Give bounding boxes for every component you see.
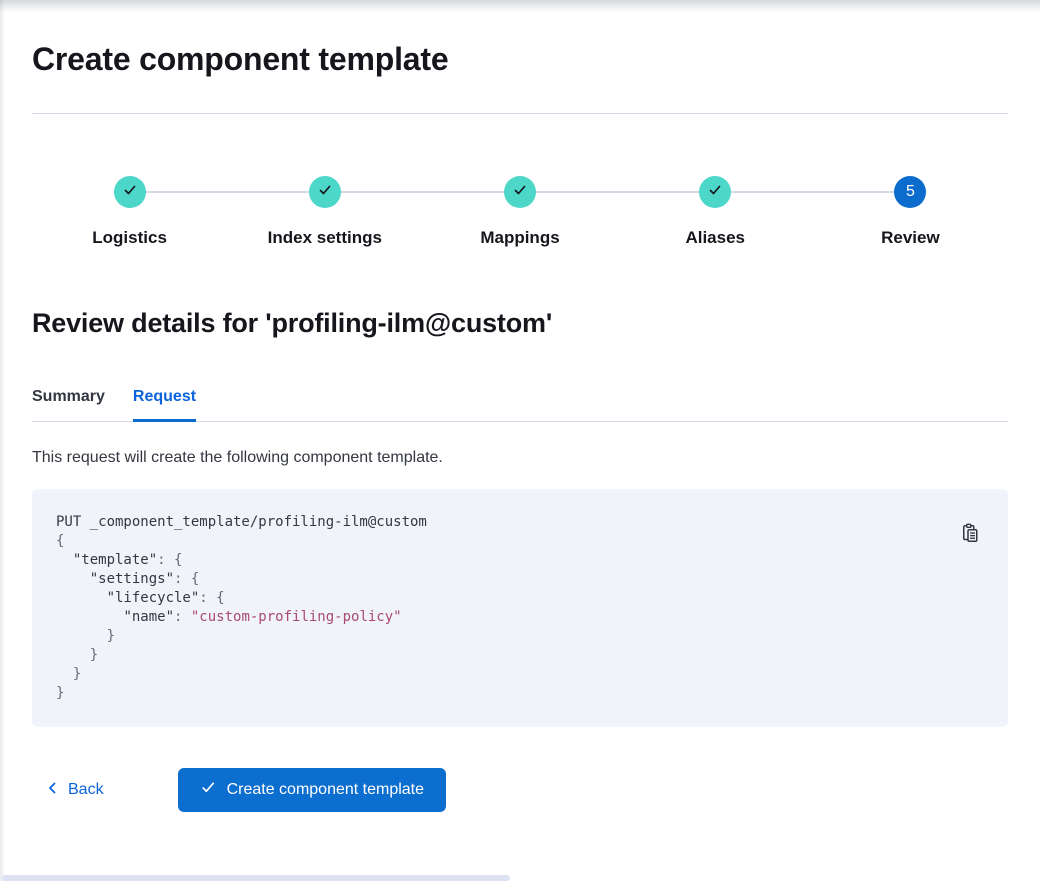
code-line: }	[56, 685, 65, 701]
tab-summary[interactable]: Summary	[32, 388, 105, 405]
step-label: Logistics	[92, 228, 167, 247]
step-review[interactable]: 5 Review	[813, 176, 1008, 250]
request-code: PUT _component_template/profiling-ilm@cu…	[56, 513, 984, 703]
step-mappings[interactable]: Mappings	[422, 176, 617, 250]
copy-to-clipboard-button[interactable]	[960, 523, 980, 543]
code-line: }	[56, 666, 82, 682]
step-number: 5	[905, 183, 915, 200]
chevron-left-icon	[44, 780, 60, 801]
check-icon	[512, 182, 528, 203]
request-description: This request will create the following c…	[32, 449, 443, 466]
code-line: {	[56, 533, 65, 549]
review-heading: Review details for 'profiling-ilm@custom…	[32, 308, 553, 338]
step-current-circle[interactable]: 5	[894, 176, 927, 208]
code-line: "settings": {	[89, 571, 200, 587]
step-complete-circle[interactable]	[504, 176, 536, 208]
step-complete-circle[interactable]	[308, 176, 341, 208]
request-code-block: PUT _component_template/profiling-ilm@cu…	[32, 489, 1008, 727]
wizard-footer-actions: Back Create component template	[32, 768, 1008, 812]
check-icon	[200, 779, 217, 801]
step-index-settings[interactable]: Index settings	[227, 176, 422, 250]
code-line: }	[56, 647, 99, 663]
horizontal-scrollbar-thumb[interactable]	[2, 875, 510, 881]
code-line: }	[56, 628, 116, 644]
check-icon	[707, 182, 723, 203]
back-button-label: Back	[68, 781, 104, 798]
code-line: "template": {	[72, 552, 183, 568]
step-complete-circle[interactable]	[113, 176, 146, 208]
code-line: "lifecycle": {	[106, 590, 225, 606]
title-divider	[32, 113, 1008, 114]
step-complete-circle[interactable]	[699, 176, 732, 208]
step-label: Index settings	[267, 228, 382, 247]
step-logistics[interactable]: Logistics	[32, 176, 227, 250]
code-line: "name": "custom-profiling-policy"	[123, 609, 402, 625]
wizard-stepper: Logistics Index settings Mappings	[32, 176, 1008, 250]
step-label: Aliases	[685, 228, 745, 247]
copy-clipboard-icon	[960, 523, 980, 546]
step-label: Review	[881, 228, 940, 247]
create-component-template-button[interactable]: Create component template	[177, 768, 447, 812]
page-title: Create component template	[32, 41, 449, 77]
step-label: Mappings	[480, 228, 560, 247]
back-button[interactable]: Back	[32, 780, 116, 801]
check-icon	[317, 182, 333, 203]
check-icon	[122, 182, 138, 203]
tab-request[interactable]: Request	[132, 386, 197, 422]
step-aliases[interactable]: Aliases	[618, 176, 813, 250]
review-tabs: Summary Request	[32, 386, 1008, 422]
create-button-label: Create component template	[226, 781, 425, 798]
create-component-template-page: Create component template Logistics Ind	[32, 41, 1008, 812]
code-line: PUT _component_template/profiling-ilm@cu…	[56, 514, 427, 530]
